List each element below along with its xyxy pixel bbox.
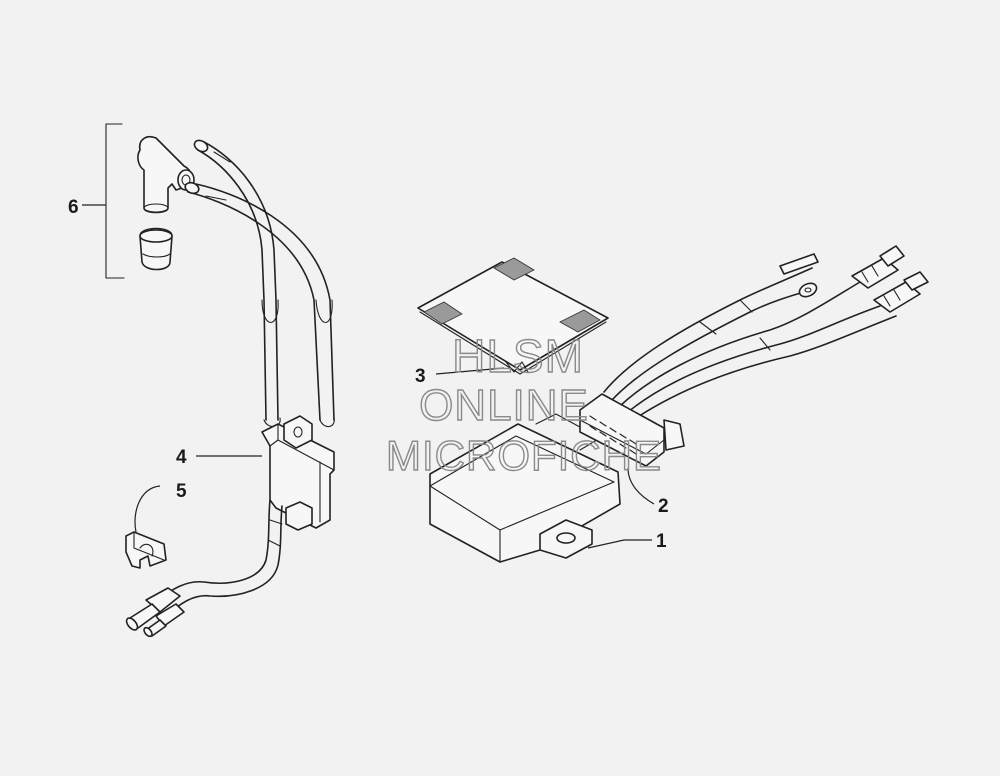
wire-clip — [125, 531, 167, 569]
watermark-line-3: MICROFICHE — [386, 432, 662, 479]
spark-plug-cap-group — [82, 123, 195, 279]
spark-plug-cap — [137, 135, 193, 214]
watermark: HLSM ONLINE MICROFICHE — [385, 329, 662, 479]
part-2-leader — [627, 467, 655, 505]
callout-4: 4 — [176, 447, 187, 468]
wiring-harness-group — [579, 245, 929, 505]
watermark-line-2: ONLINE — [419, 381, 589, 430]
watermark-line-1: HLSM — [452, 330, 584, 382]
harness-connector-small-2 — [873, 281, 921, 313]
part-3-leader — [435, 367, 505, 375]
callout-6: 6 — [68, 197, 79, 218]
ring-terminal — [798, 282, 818, 298]
harness-connector-small-1 — [851, 257, 899, 289]
ignition-coil-group — [125, 139, 335, 638]
callout-3: 3 — [415, 366, 426, 387]
ignition-coil — [261, 423, 335, 529]
part-1-leader — [587, 539, 652, 549]
wire-clip-group — [125, 485, 167, 569]
callout-1: 1 — [656, 531, 667, 552]
pad-group — [417, 257, 609, 375]
cdi-module-group — [429, 413, 652, 563]
callout-5: 5 — [176, 481, 187, 502]
part-6-bracket — [105, 123, 125, 279]
callout-2: 2 — [658, 496, 669, 517]
pad — [417, 261, 609, 371]
harness-main-connector — [579, 393, 665, 467]
part-5-leader — [134, 485, 161, 533]
